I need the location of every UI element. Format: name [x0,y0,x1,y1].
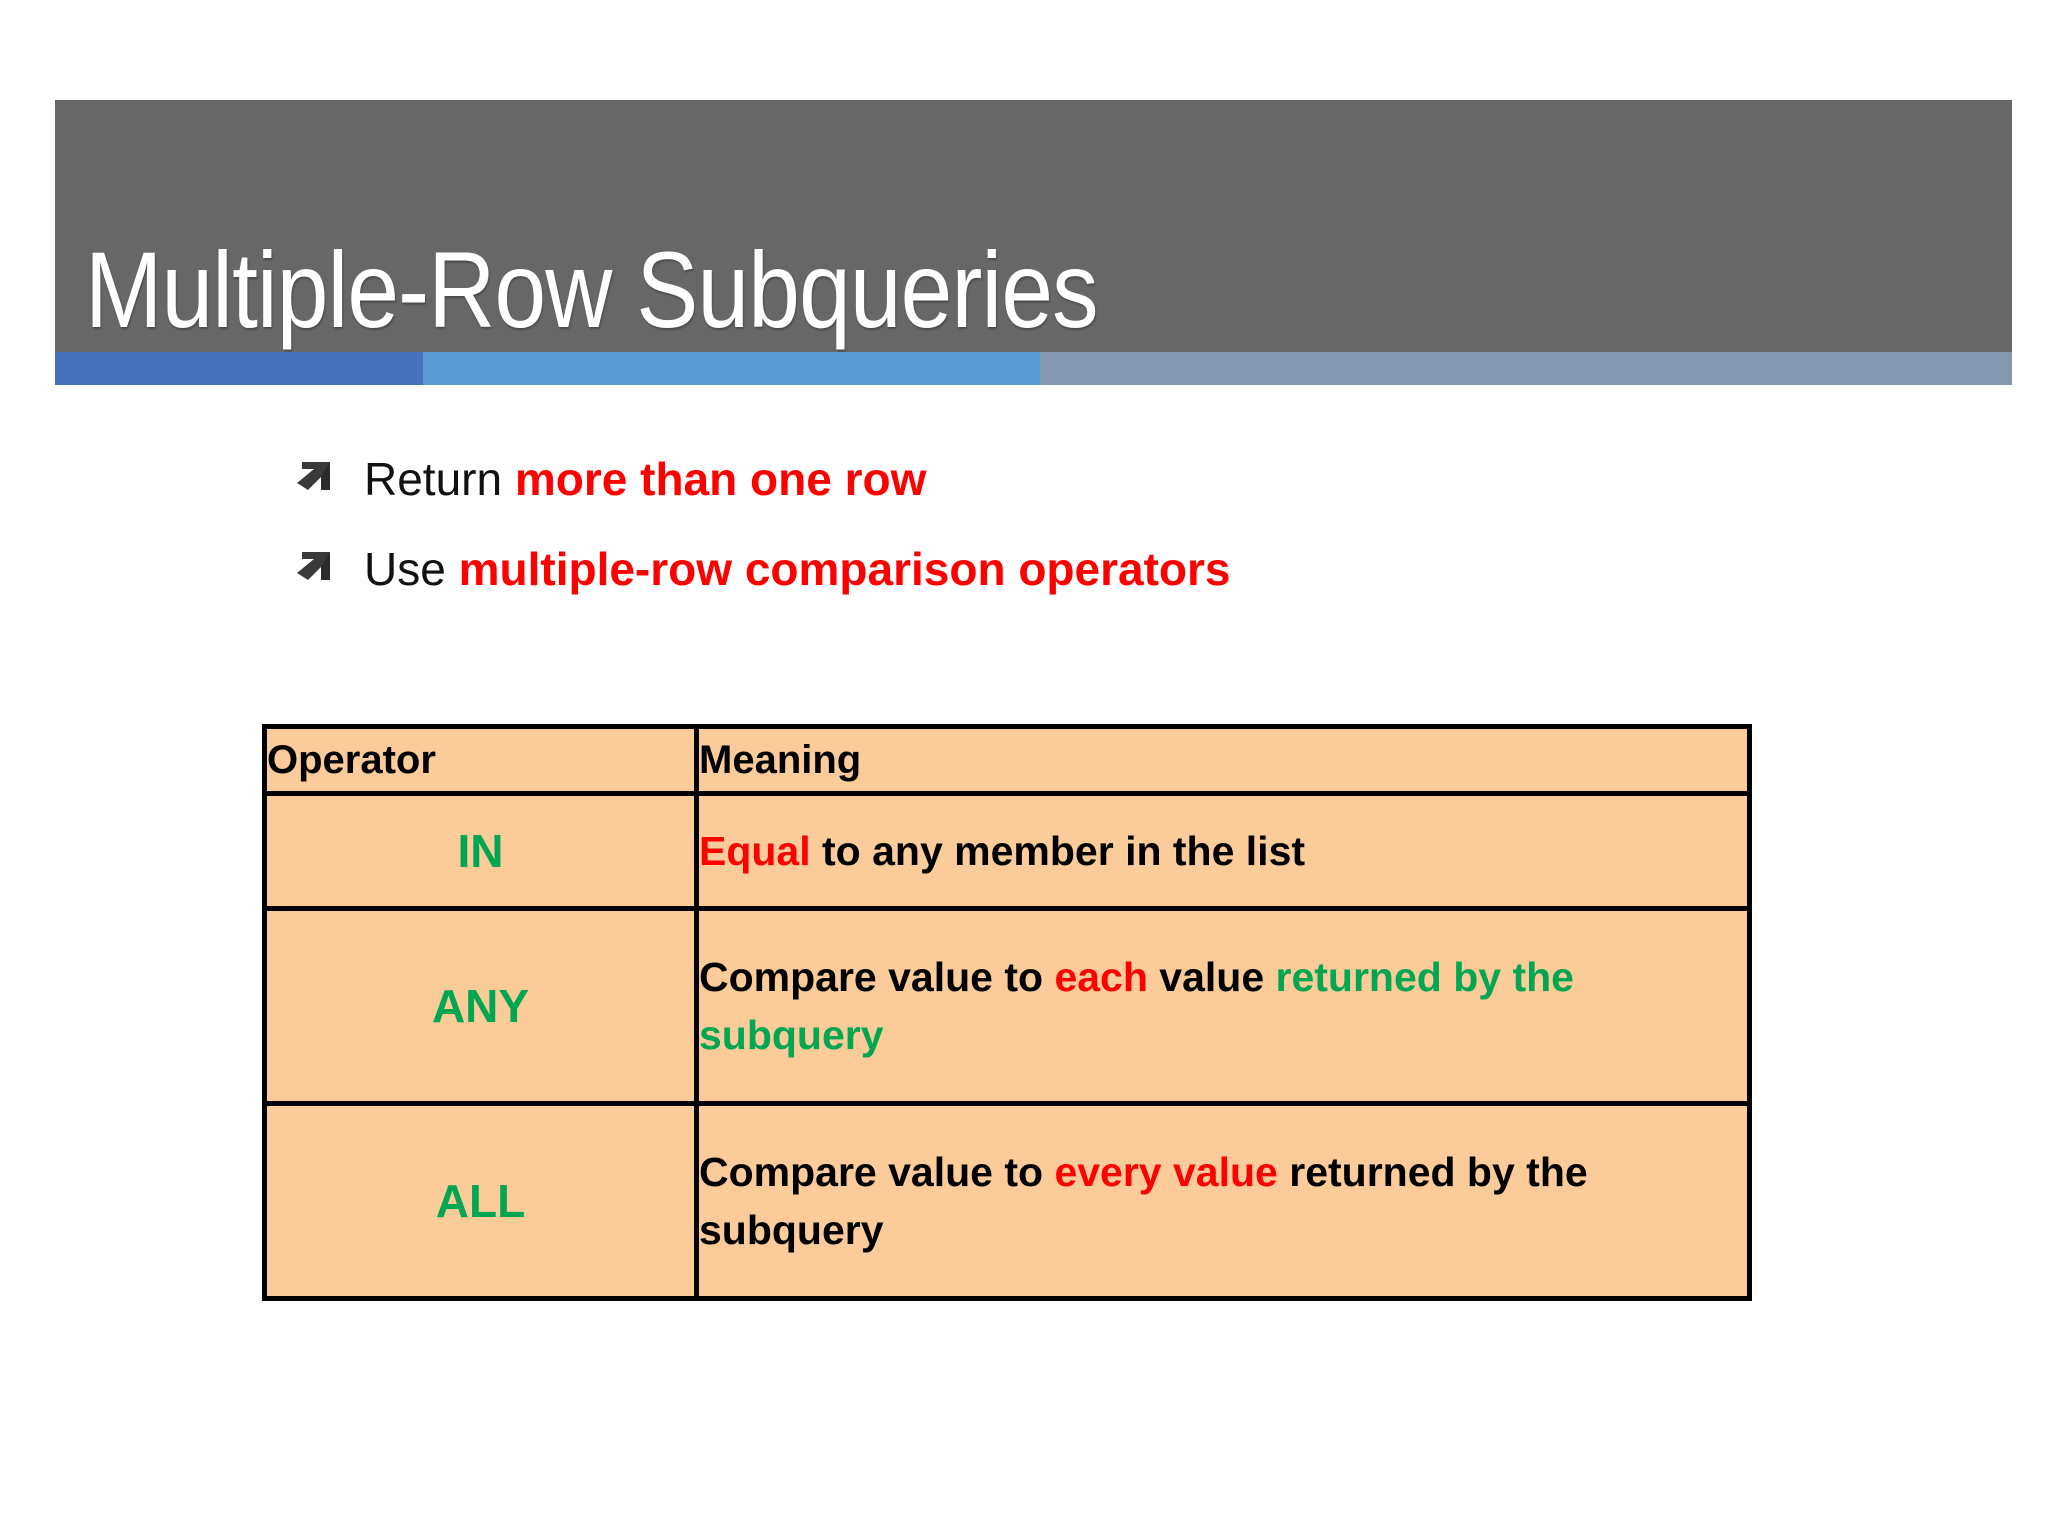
list-item: Use multiple-row comparison operators [290,538,1890,600]
meaning-run: to any member in the list [810,827,1306,874]
accent-segment-1 [55,352,423,385]
accent-color-bar [55,352,2012,385]
table-row: ANY Compare value to each value returned… [262,906,1752,1106]
column-header-operator: Operator [262,724,699,796]
cell-meaning: Equal to any member in the list [694,791,1752,911]
meaning-run: returned by the subquery [699,953,1574,1058]
list-item-highlight: more than one row [514,453,927,505]
meaning-run: Compare value to [699,953,1055,1000]
cell-operator: ANY [262,906,699,1106]
meaning-run: value [1147,953,1276,1000]
cell-operator: ALL [262,1101,699,1301]
meaning-run: returned by the subquery [699,1148,1588,1253]
page-title: Multiple-Row Subqueries [85,229,1099,350]
bullet-list: Return more than one row Use multiple-ro… [290,448,1890,628]
table-row: ALL Compare value to every value returne… [262,1101,1752,1301]
cell-meaning: Compare value to every value returned by… [694,1101,1752,1301]
list-item-prefix: Use [364,543,459,595]
meaning-run: every value [1054,1148,1278,1195]
cell-operator: IN [262,791,699,911]
arrow-up-right-icon [290,456,364,502]
list-item-text: Use multiple-row comparison operators [364,538,1231,600]
list-item-prefix: Return [364,453,515,505]
operators-table: Operator Meaning IN Equal to any member … [262,724,1752,1301]
table-row: IN Equal to any member in the list [262,791,1752,911]
arrow-up-right-icon [290,546,364,592]
accent-segment-2 [423,352,1040,385]
list-item-text: Return more than one row [364,448,926,510]
list-item-highlight: multiple-row comparison operators [458,543,1231,595]
title-banner: Multiple-Row Subqueries [55,100,2012,352]
cell-meaning: Compare value to each value returned by … [694,906,1752,1106]
accent-segment-3 [1040,352,2012,385]
table-header-row: Operator Meaning [262,724,1752,796]
meaning-run: each [1054,953,1148,1000]
list-item: Return more than one row [290,448,1890,510]
column-header-meaning: Meaning [694,724,1752,796]
meaning-run: Compare value to [699,1148,1055,1195]
meaning-run: Equal [699,827,811,874]
